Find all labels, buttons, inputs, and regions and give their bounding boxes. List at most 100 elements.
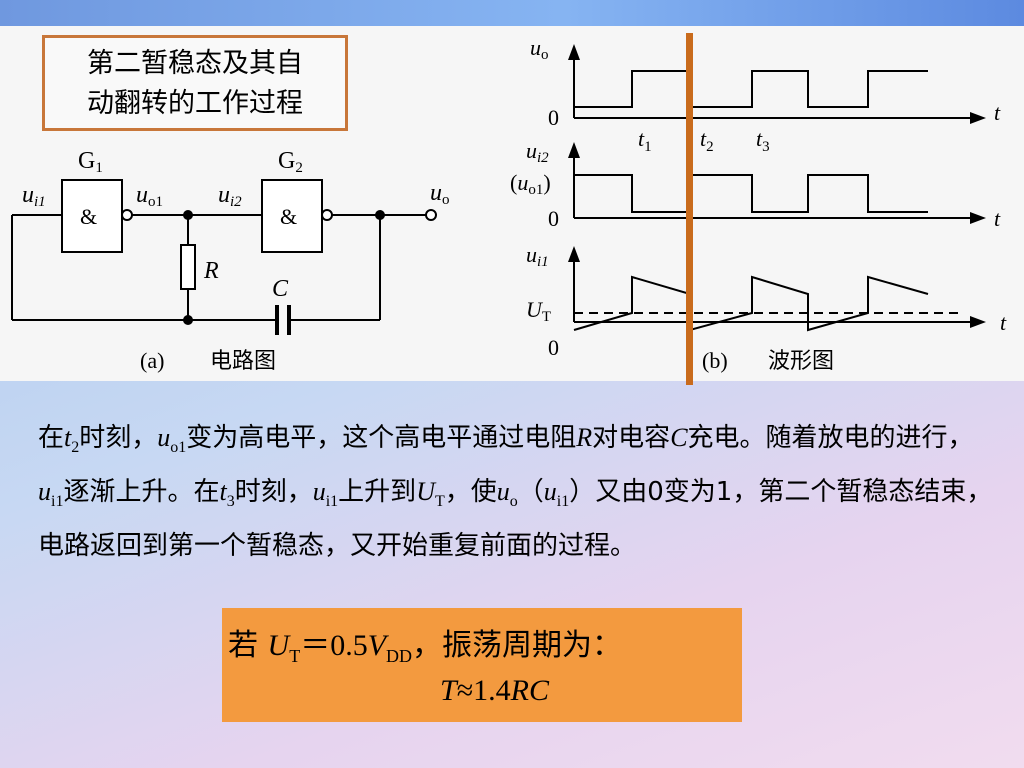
svg-text:G2: G2 — [278, 148, 303, 176]
svg-text:t1: t1 — [638, 126, 652, 155]
time-t1-sub: 1 — [644, 139, 652, 155]
time-t2-sub: 2 — [706, 139, 714, 155]
var-t: t — [219, 477, 227, 507]
text-run: 逐渐上升。在 — [63, 477, 220, 508]
text-run: 时刻， — [234, 477, 313, 508]
formula-text: ，振荡周期为： — [412, 628, 623, 663]
svg-text:ui2: ui2 — [526, 138, 549, 166]
label-ui1-sub: i1 — [34, 194, 46, 210]
t-axis-label: t — [994, 206, 1001, 231]
label-ui2-sub: i2 — [230, 194, 242, 210]
junction-dot — [183, 315, 193, 325]
waveform-caption-tag: (b) — [702, 348, 728, 373]
t-axis-label: t — [1000, 310, 1007, 335]
label-ui2: u — [218, 182, 230, 208]
axis-ui2-label: u — [526, 138, 537, 163]
svg-text:ui2: ui2 — [218, 182, 242, 210]
slide-title-line2: 动翻转的工作过程 — [87, 88, 303, 119]
gate1-label-sub: 1 — [95, 160, 103, 176]
time-t3-sub: 3 — [762, 139, 770, 155]
slide-title-line1: 第二暂稳态及其自 — [87, 48, 303, 79]
var-U: U — [416, 477, 435, 507]
var-u: u — [157, 423, 171, 452]
axis-ui1-label-sub: i1 — [537, 254, 549, 270]
t-axis-label: t — [994, 100, 1001, 125]
var-U: U — [267, 629, 290, 662]
time-t1: t — [638, 126, 645, 151]
text-run: 时刻， — [79, 423, 158, 453]
axis-uo1-close: ) — [543, 170, 550, 195]
waveform-caption: 波形图 — [768, 349, 834, 374]
text-run: 对电容 — [592, 423, 671, 453]
circuit-caption-tag: (a) — [140, 348, 164, 373]
formula-text: 若 — [228, 628, 268, 663]
var-V: V — [367, 629, 387, 662]
formula-line1: 若 UT＝0.5VDD，振荡周期为： — [228, 620, 622, 667]
junction-dot — [183, 210, 193, 220]
axis-uo1-label-sub: o1 — [528, 182, 543, 198]
text-run: 在 — [38, 423, 65, 453]
var-u: u — [38, 477, 51, 507]
var-u: u — [312, 477, 326, 507]
var-r: R — [576, 423, 593, 452]
explanation-paragraph: 在t2时刻，uo1变为高电平，这个高电平通过电阻R对电容C充电。随着放电的进行，… — [38, 416, 998, 568]
gate1-box — [61, 179, 123, 253]
text-run: 变为高电平，这个高电平通过电阻 — [186, 423, 577, 453]
arrow-up-icon — [568, 246, 580, 262]
var-sub: T — [434, 493, 445, 511]
svg-text:t2: t2 — [700, 126, 714, 155]
label-capacitor: C — [272, 276, 289, 302]
time-t2: t — [700, 126, 707, 151]
arrow-right-icon — [970, 316, 986, 328]
arrow-up-icon — [568, 142, 580, 158]
formula-box: 若 UT＝0.5VDD，振荡周期为： T≈1.4RC — [222, 608, 742, 722]
slide-title-box: 第二暂稳态及其自 动翻转的工作过程 — [42, 35, 348, 131]
label-resistor: R — [203, 258, 219, 284]
var-t: t — [64, 423, 72, 452]
arrow-right-icon — [970, 212, 986, 224]
axis-uo-label-sub: o — [541, 47, 549, 63]
svg-text:uo: uo — [530, 35, 549, 63]
circuit-diagram: G1 G2 & & ui1 uo1 ui2 uo R C (a) 电路图 — [11, 148, 450, 374]
label-ui1: u — [22, 182, 34, 208]
text-run: （ — [517, 477, 544, 508]
svg-text:(uo1): (uo1) — [510, 170, 551, 198]
var-sub: i1 — [325, 493, 339, 511]
gate2-box — [261, 179, 323, 253]
var-u: u — [496, 477, 510, 507]
label-uo-sub: o — [442, 192, 450, 208]
gate1-symbol: & — [80, 204, 97, 229]
axis-uo1-label: u — [517, 170, 528, 195]
var-sub: i1 — [51, 493, 64, 511]
var-sub: o — [509, 493, 518, 511]
top-banner — [0, 0, 1024, 26]
threshold-label: U — [526, 297, 544, 322]
formula-line2: T≈1.4RC — [440, 674, 549, 708]
circuit-caption: 电路图 — [210, 349, 276, 374]
axis-ui1-label: u — [526, 242, 537, 267]
var-u: u — [543, 477, 557, 507]
gate2-label-sub: 2 — [295, 160, 303, 176]
var-c: C — [670, 423, 688, 452]
var-sub: 2 — [71, 439, 80, 457]
time-t3: t — [756, 126, 763, 151]
axis-ui2-label-sub: i2 — [537, 150, 549, 166]
formula-text: ≈1.4 — [456, 674, 511, 707]
arrow-right-icon — [970, 112, 986, 124]
svg-text:ui1: ui1 — [526, 242, 549, 270]
svg-text:G1: G1 — [78, 148, 103, 176]
ui2-waveform — [574, 174, 928, 213]
text-run: ，使 — [444, 477, 497, 508]
formula-text: ＝0.5 — [300, 629, 368, 662]
label-uo1-sub: o1 — [148, 194, 163, 210]
label-uo: u — [430, 180, 442, 206]
svg-text:t3: t3 — [756, 126, 770, 155]
text-run: ）又由0变为1，第二个暂稳态结束，电路返回到第一个暂稳态，又开始重复前面的过程。 — [38, 477, 993, 562]
text-run: 充电。随着放电的进行， — [687, 423, 974, 453]
axis-uo1-open: ( — [510, 170, 517, 195]
arrow-up-icon — [568, 44, 580, 60]
axis-uo-label: u — [530, 35, 541, 60]
var-RC: RC — [510, 674, 549, 707]
time-marker-bar — [686, 33, 693, 385]
gate2-label: G — [278, 148, 295, 174]
